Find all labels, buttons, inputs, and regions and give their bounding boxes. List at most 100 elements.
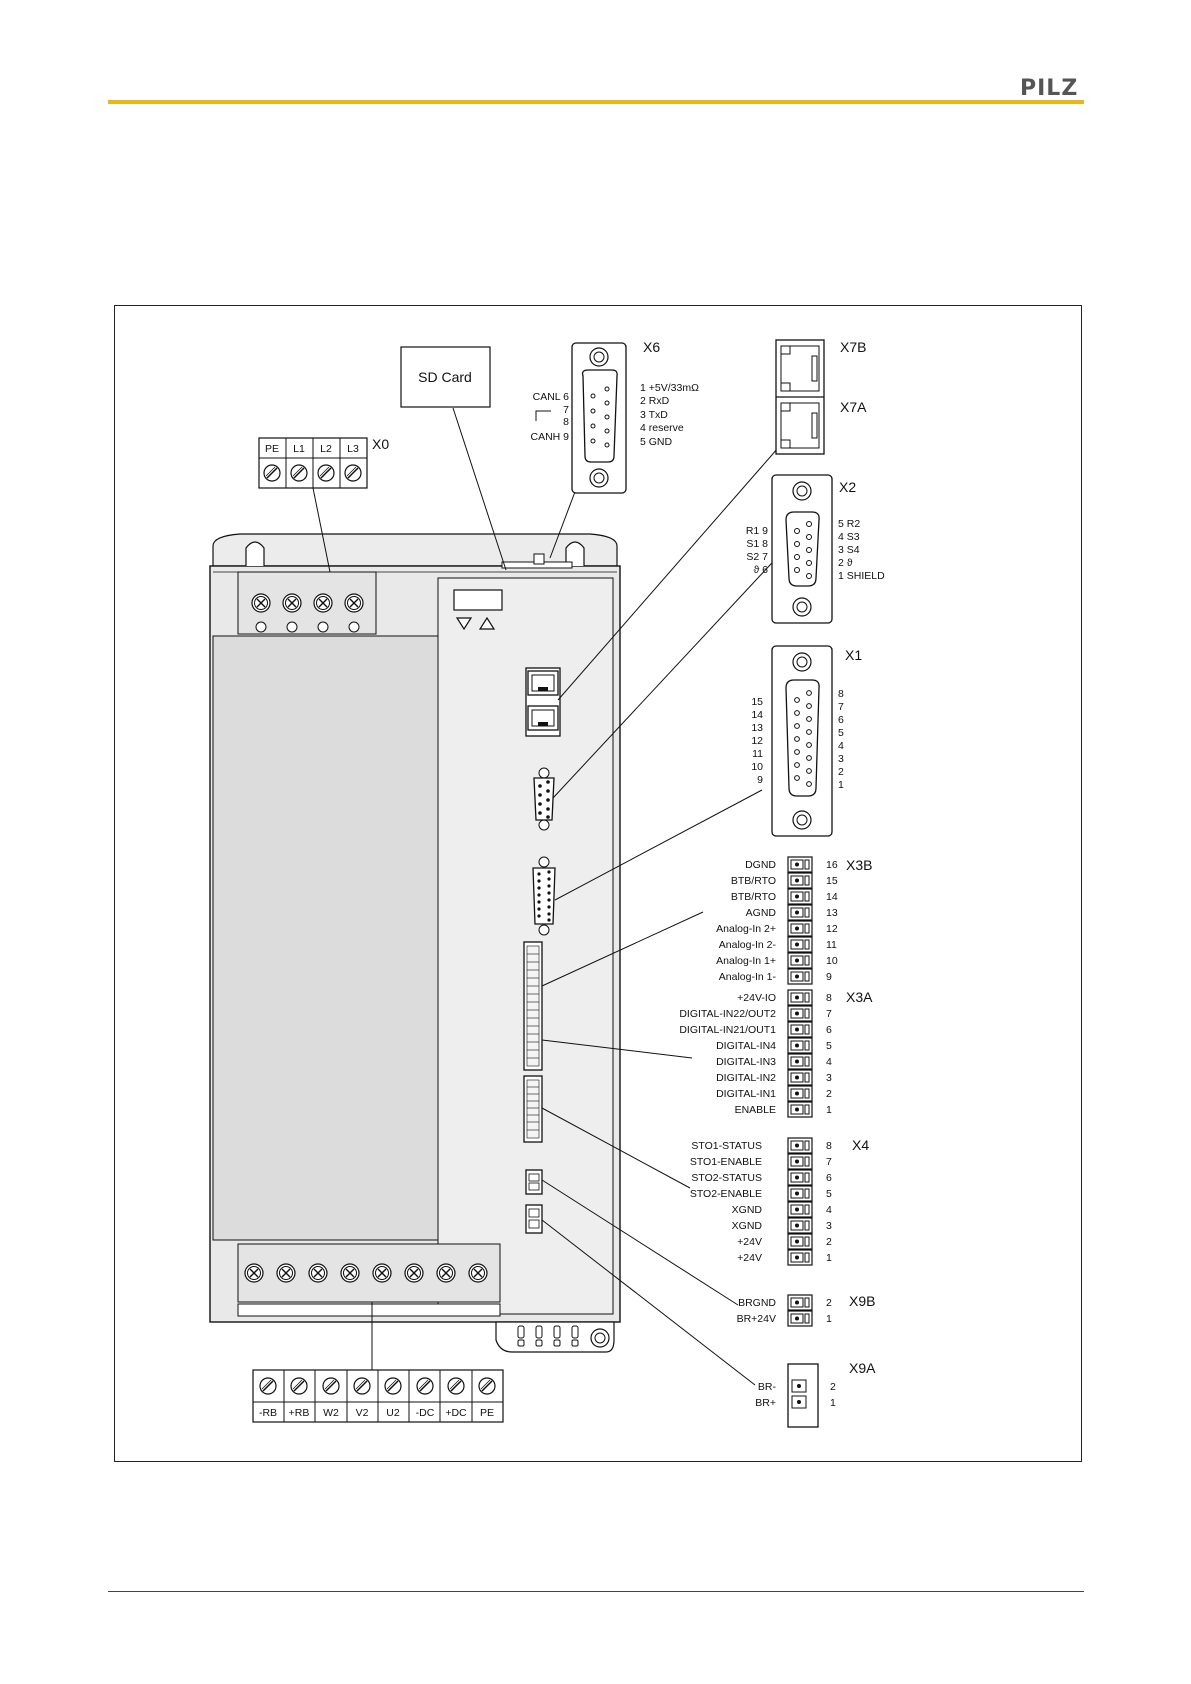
x2-right-pin: 2 ϑ — [838, 557, 853, 569]
x6-right-pin: 2 RxD — [640, 395, 670, 407]
x4-signal: STO1-ENABLE — [690, 1156, 762, 1168]
x4-title: X4 — [852, 1137, 869, 1153]
x3a-pin-strip — [787, 989, 813, 1118]
drive-ethernet-ports — [525, 667, 561, 737]
x3a-signal: DIGITAL-IN2 — [716, 1072, 776, 1084]
x3a-pin: 2 — [826, 1088, 832, 1100]
x1-right-pin: 4 — [838, 740, 844, 752]
x0-terminal-label: PE — [265, 443, 279, 455]
x9a-title: X9A — [849, 1360, 876, 1376]
x2-left-pin: S1 8 — [746, 538, 768, 550]
x7a-title: X7A — [840, 399, 867, 415]
x3a-pin: 3 — [826, 1072, 832, 1084]
drive-x9b-connector — [525, 1169, 543, 1195]
bottom-terminal-label: +RB — [289, 1407, 310, 1419]
x3b-signal: Analog-In 2+ — [716, 923, 776, 935]
drive-x4-strip — [523, 1075, 543, 1143]
pilz-logo: PILZ — [1020, 76, 1079, 101]
x3a-signal: DIGITAL-IN3 — [716, 1056, 776, 1068]
x9a-pin: 2 — [830, 1381, 836, 1393]
footer-rule — [108, 1591, 1084, 1592]
x2-right-pin: 1 SHIELD — [838, 570, 885, 582]
x3b-signal: AGND — [746, 907, 777, 919]
x2-sub-d9 — [771, 474, 833, 624]
x9a-signal: BR- — [758, 1381, 777, 1393]
x6-left-pin: 7 — [563, 404, 569, 416]
x6-right-pin: 1 +5V/33mΩ — [640, 382, 699, 394]
x3b-signal: Analog-In 1+ — [716, 955, 776, 967]
x4-signal: +24V — [737, 1252, 762, 1264]
x9b-pin: 1 — [826, 1313, 832, 1325]
x3a-pin: 6 — [826, 1024, 832, 1036]
bottom-terminal-label: W2 — [323, 1407, 339, 1419]
x0-title: X0 — [372, 436, 389, 452]
x1-left-pin: 13 — [751, 722, 763, 734]
x0-terminal-label: L3 — [347, 443, 359, 455]
x4-pin: 1 — [826, 1252, 832, 1264]
x3a-signal: DIGITAL-IN22/OUT2 — [679, 1008, 776, 1020]
bottom-terminal-block — [252, 1369, 504, 1423]
bottom-terminal-label: +DC — [445, 1407, 467, 1419]
x1-left-pin: 14 — [751, 709, 763, 721]
x3b-pin: 11 — [826, 939, 837, 951]
x3a-pin: 8 — [826, 992, 832, 1004]
x7b-title: X7B — [840, 339, 866, 355]
x3a-title: X3A — [846, 989, 873, 1005]
x0-terminal — [258, 437, 368, 489]
x9b-signal: BR+24V — [737, 1313, 776, 1325]
leader-lines — [312, 407, 798, 1386]
x2-right-pin: 3 S4 — [838, 544, 860, 556]
drive-sub-d15 — [532, 856, 556, 936]
x3b-signal: Analog-In 1- — [719, 971, 777, 983]
x4-signal: STO1-STATUS — [691, 1140, 762, 1152]
x1-right-pin: 8 — [838, 688, 844, 700]
x9b-signal: BRGND — [738, 1297, 776, 1309]
x9a-pin: 1 — [830, 1397, 836, 1409]
x0-terminal-label: L2 — [320, 443, 332, 455]
x3a-pin: 1 — [826, 1104, 832, 1116]
x3b-pin: 9 — [826, 971, 832, 983]
x4-pin: 4 — [826, 1204, 832, 1216]
x9b-pin-strip — [787, 1294, 813, 1327]
drive-top-screws — [251, 593, 364, 633]
x3a-pin: 4 — [826, 1056, 832, 1068]
x4-pin-strip — [787, 1137, 813, 1266]
x2-right-pin: 4 S3 — [838, 531, 860, 543]
x3a-signal: DIGITAL-IN1 — [716, 1088, 776, 1100]
x3a-signal: DIGITAL-IN21/OUT1 — [679, 1024, 776, 1036]
drive-x3-strip — [523, 941, 543, 1071]
x1-left-pin: 10 — [751, 761, 763, 773]
x4-pin: 6 — [826, 1172, 832, 1184]
x6-left-pin: CANL 6 — [533, 391, 570, 403]
x3a-signal: ENABLE — [735, 1104, 776, 1116]
x1-title: X1 — [845, 647, 862, 663]
x1-right-pin: 5 — [838, 727, 844, 739]
x3b-pin: 12 — [826, 923, 838, 935]
x4-pin: 3 — [826, 1220, 832, 1232]
x3b-pin-strip — [787, 856, 813, 985]
x2-right-pin: 5 R2 — [838, 518, 860, 530]
x3b-signal: DGND — [745, 859, 776, 871]
x1-right-pin: 2 — [838, 766, 844, 778]
drive-housing — [209, 533, 621, 1353]
bottom-terminal-label: PE — [480, 1407, 494, 1419]
x1-left-pin: 15 — [751, 696, 763, 708]
diagram-frame — [114, 305, 1082, 1462]
x1-right-pin: 3 — [838, 753, 844, 765]
x4-pin: 5 — [826, 1188, 832, 1200]
x2-title: X2 — [839, 479, 856, 495]
x4-signal: STO2-ENABLE — [690, 1188, 762, 1200]
sd-card-label: SD Card — [418, 369, 472, 385]
x3b-pin: 10 — [826, 955, 838, 967]
x3b-title: X3B — [846, 857, 872, 873]
x4-pin: 8 — [826, 1140, 832, 1152]
x6-sub-d9 — [535, 342, 627, 494]
x3b-pin: 13 — [826, 907, 838, 919]
x3a-pin: 5 — [826, 1040, 832, 1052]
x4-signal: XGND — [732, 1220, 763, 1232]
x4-pin: 2 — [826, 1236, 832, 1248]
x9a-connector — [787, 1363, 819, 1428]
bottom-terminal-label: U2 — [386, 1407, 400, 1419]
x9b-pin: 2 — [826, 1297, 832, 1309]
x0-terminal-label: L1 — [293, 443, 305, 455]
